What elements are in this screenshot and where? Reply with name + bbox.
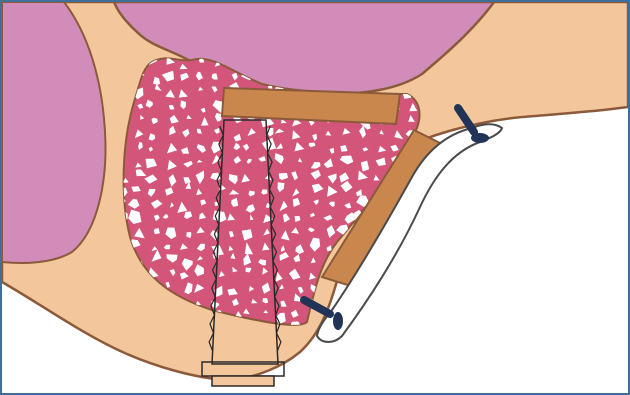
implant-cap [212, 376, 274, 386]
